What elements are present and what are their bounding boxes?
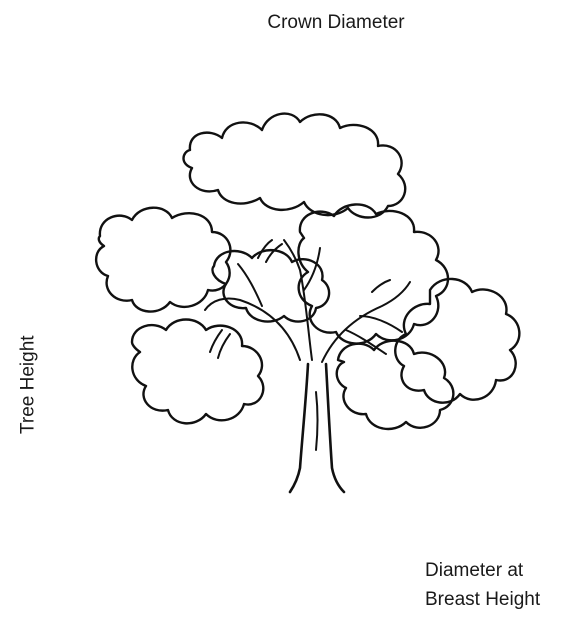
dbh-label-line-1: Diameter at bbox=[425, 556, 540, 585]
dbh-label: Diameter at Breast Height bbox=[425, 556, 540, 615]
crown-top-lobe bbox=[184, 114, 406, 218]
crown-lower-left-lobe bbox=[132, 320, 263, 424]
crown-diameter-label: Crown Diameter bbox=[0, 8, 572, 37]
crown-right-lobe bbox=[298, 204, 448, 343]
dbh-label-line-2: Breast Height bbox=[425, 585, 540, 614]
trunk-left-edge bbox=[290, 364, 308, 492]
tree-height-label: Tree Height bbox=[13, 305, 42, 465]
crown-left-lobe bbox=[96, 208, 230, 312]
branch-left bbox=[205, 264, 300, 360]
branch-right bbox=[322, 282, 410, 362]
crown-far-right-lobe bbox=[395, 279, 519, 403]
trunk-texture bbox=[316, 392, 318, 450]
crown-center-lobe bbox=[213, 250, 330, 321]
